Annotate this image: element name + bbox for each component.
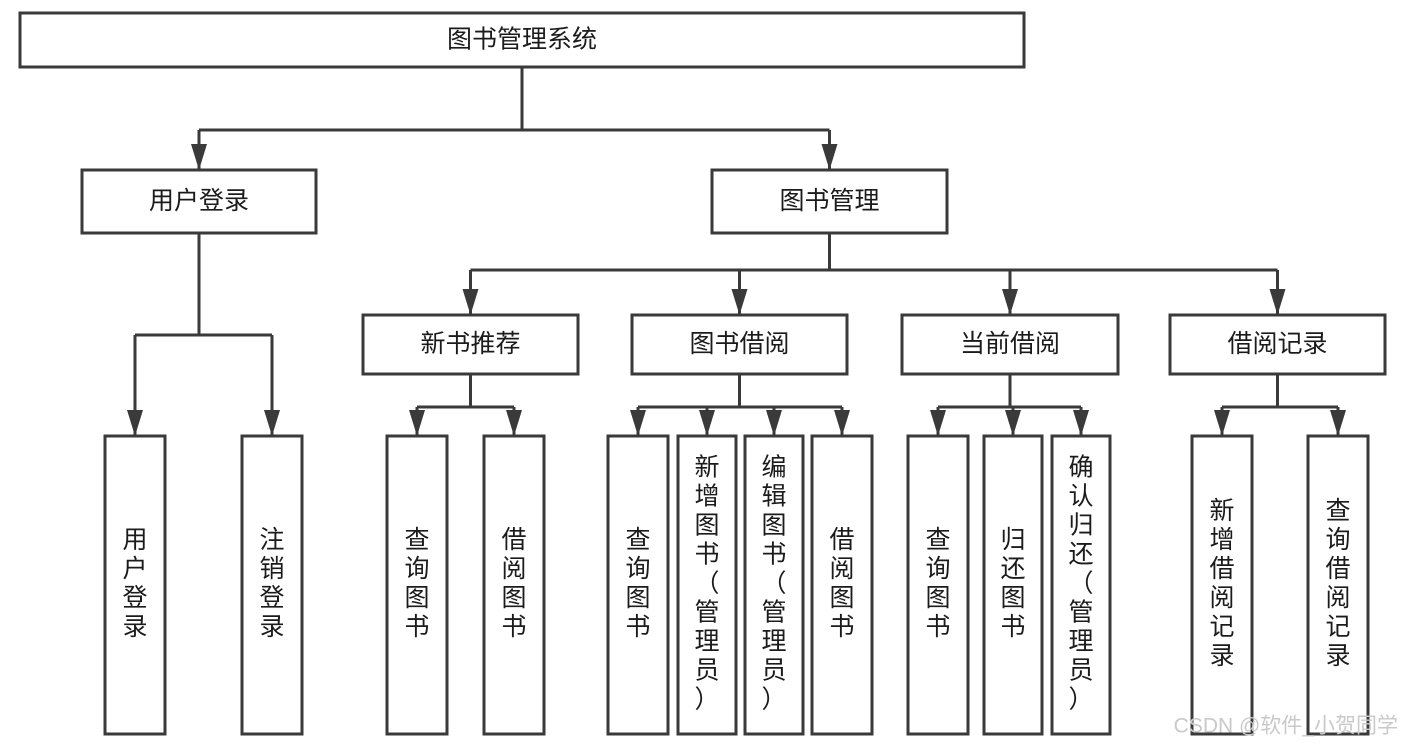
arrow-head-icon-借阅记录 — [1269, 289, 1286, 315]
arrow-head-icon-新增图书-管理员 — [699, 410, 715, 436]
node-box-借阅记录[interactable] — [1168, 313, 1387, 376]
node-label-新书推荐: 新书推荐 — [420, 330, 520, 358]
arrow-head-icon-用户登录 — [127, 410, 143, 436]
node-label-查询图书: 查询图书 — [625, 526, 650, 641]
arrow-head-icon-借阅图书 — [834, 410, 850, 436]
arrow-head-icon-用户登录 — [191, 144, 207, 170]
node-新增借阅记录[interactable]: 新增借阅记录 — [1190, 434, 1254, 736]
node-借阅图书[interactable]: 借阅图书 — [482, 434, 546, 736]
node-label-查询图书: 查询图书 — [925, 526, 950, 641]
node-查询图书[interactable]: 查询图书 — [906, 434, 970, 736]
node-label-注销登录: 注销登录 — [259, 526, 284, 641]
node-用户登录[interactable]: 用户登录 — [80, 168, 318, 235]
node-box-新书推荐[interactable] — [361, 313, 580, 376]
connector-layer — [127, 67, 1346, 436]
arrow-head-icon-当前借阅 — [1002, 289, 1018, 315]
node-box-当前借阅[interactable] — [900, 313, 1120, 376]
csdn-watermark: CSDN @软件_小贺同学 — [1174, 715, 1398, 738]
node-box-图书借阅[interactable] — [630, 313, 849, 376]
node-label-借阅图书: 借阅图书 — [501, 526, 526, 641]
node-box-新增借阅记录[interactable] — [1190, 434, 1254, 736]
arrow-head-icon-确认归还-管理员 — [1073, 410, 1089, 436]
node-label-查询借阅记录: 查询借阅记录 — [1325, 497, 1350, 670]
node-label-当前借阅: 当前借阅 — [960, 330, 1060, 358]
node-box-借阅图书[interactable] — [810, 434, 874, 736]
node-box-查询借阅记录[interactable] — [1306, 434, 1370, 736]
node-box-新增图书-管理员[interactable] — [676, 434, 738, 736]
node-box-图书管理系统[interactable] — [18, 11, 1026, 69]
arrow-head-icon-查询图书 — [930, 410, 946, 436]
arrow-head-icon-新增借阅记录 — [1214, 410, 1230, 436]
node-借阅图书[interactable]: 借阅图书 — [810, 434, 874, 736]
node-box-查询图书[interactable] — [906, 434, 970, 736]
node-label-归还图书: 归还图书 — [1000, 526, 1025, 641]
node-box-注销登录[interactable] — [240, 434, 304, 736]
node-图书借阅[interactable]: 图书借阅 — [630, 313, 849, 376]
arrow-head-icon-查询图书 — [409, 410, 425, 436]
node-box-用户登录[interactable] — [80, 168, 318, 235]
node-label-用户登录: 用户登录 — [122, 526, 147, 641]
arrow-head-icon-图书借阅 — [731, 289, 748, 315]
node-图书管理系统[interactable]: 图书管理系统 — [18, 11, 1026, 69]
node-label-图书管理: 图书管理 — [779, 187, 879, 215]
node-box-编辑图书-管理员[interactable] — [743, 434, 805, 736]
node-新书推荐[interactable]: 新书推荐 — [361, 313, 580, 376]
node-label-新增图书-管理员: 新增图书（管理员） — [694, 454, 719, 714]
arrow-head-icon-编辑图书-管理员 — [766, 410, 782, 436]
node-确认归还-管理员[interactable]: 确认归还（管理员） — [1050, 434, 1112, 736]
node-label-查询图书: 查询图书 — [404, 526, 429, 641]
node-label-图书管理系统: 图书管理系统 — [447, 26, 597, 54]
node-用户登录[interactable]: 用户登录 — [103, 434, 167, 736]
node-box-归还图书[interactable] — [982, 434, 1044, 736]
arrow-head-icon-查询借阅记录 — [1330, 410, 1346, 436]
arrow-head-icon-注销登录 — [264, 410, 280, 436]
node-编辑图书-管理员[interactable]: 编辑图书（管理员） — [743, 434, 805, 736]
node-当前借阅[interactable]: 当前借阅 — [900, 313, 1120, 376]
node-label-图书借阅: 图书借阅 — [689, 330, 789, 358]
node-查询借阅记录[interactable]: 查询借阅记录 — [1306, 434, 1370, 736]
node-注销登录[interactable]: 注销登录 — [240, 434, 304, 736]
node-新增图书-管理员[interactable]: 新增图书（管理员） — [676, 434, 738, 736]
arrow-head-icon-新书推荐 — [462, 289, 479, 315]
node-label-用户登录: 用户登录 — [149, 187, 249, 215]
node-box-查询图书[interactable] — [606, 434, 670, 736]
node-box-确认归还-管理员[interactable] — [1050, 434, 1112, 736]
node-box-查询图书[interactable] — [385, 434, 449, 736]
node-查询图书[interactable]: 查询图书 — [385, 434, 449, 736]
node-图书管理[interactable]: 图书管理 — [710, 168, 949, 235]
node-借阅记录[interactable]: 借阅记录 — [1168, 313, 1387, 376]
arrow-head-icon-查询图书 — [630, 410, 646, 436]
arrow-head-icon-图书管理 — [821, 144, 838, 170]
node-label-借阅图书: 借阅图书 — [829, 526, 854, 641]
node-box-图书管理[interactable] — [710, 168, 949, 235]
node-box-借阅图书[interactable] — [482, 434, 546, 736]
node-label-确认归还-管理员: 确认归还（管理员） — [1068, 454, 1093, 714]
node-label-新增借阅记录: 新增借阅记录 — [1209, 497, 1234, 670]
arrow-head-icon-借阅图书 — [506, 410, 522, 436]
node-label-借阅记录: 借阅记录 — [1227, 330, 1327, 358]
node-查询图书[interactable]: 查询图书 — [606, 434, 670, 736]
node-归还图书[interactable]: 归还图书 — [982, 434, 1044, 736]
node-box-用户登录[interactable] — [103, 434, 167, 736]
node-layer: 图书管理系统用户登录用户登录注销登录图书管理新书推荐查询图书借阅图书图书借阅查询… — [18, 11, 1387, 736]
node-label-编辑图书-管理员: 编辑图书（管理员） — [761, 454, 786, 714]
arrow-head-icon-归还图书 — [1005, 410, 1021, 436]
